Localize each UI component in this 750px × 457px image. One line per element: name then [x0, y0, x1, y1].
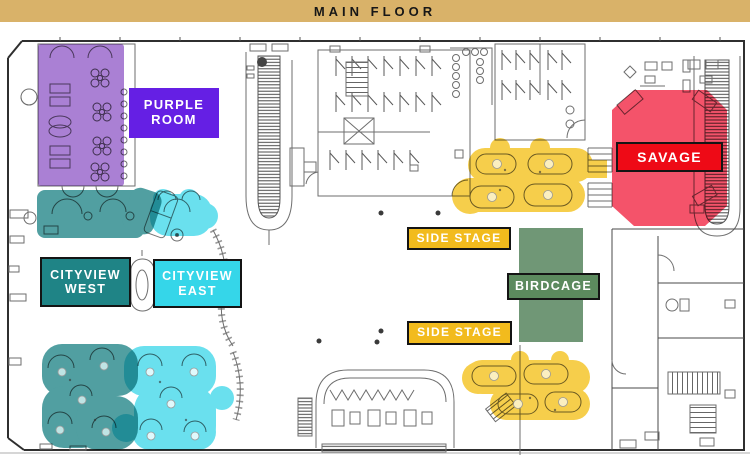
grid-ticks — [59, 37, 721, 41]
bar-areas — [452, 138, 607, 420]
cityview-east-label: CITYVIEW EAST — [153, 259, 242, 308]
cityview-west-label: CITYVIEW WEST — [40, 257, 131, 307]
purple-room-area — [38, 44, 124, 186]
birdcage-label: BIRDCAGE — [507, 273, 600, 300]
savage-label: SAVAGE — [616, 142, 723, 172]
header-banner: MAIN FLOOR — [0, 0, 750, 22]
page-title: MAIN FLOOR — [313, 3, 437, 19]
side-stage-bottom-label: SIDE STAGE — [407, 321, 512, 345]
table-details — [55, 159, 568, 441]
outer-walls — [7, 40, 745, 451]
purple-room-label: PURPLE ROOM — [129, 88, 219, 138]
cityview-west-area — [37, 187, 162, 450]
side-stage-top-label: SIDE STAGE — [407, 227, 511, 250]
